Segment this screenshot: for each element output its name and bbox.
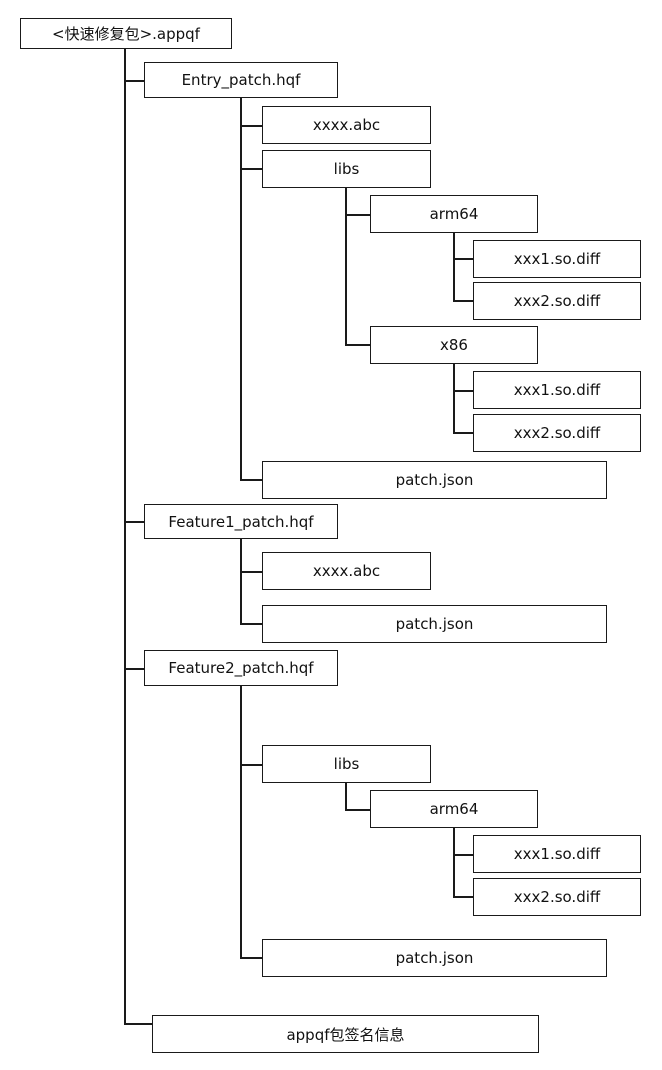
connector-feature1-patch-json bbox=[240, 623, 262, 625]
connector-arm64-diff1 bbox=[453, 258, 473, 260]
feature2-arm64-diff2-node: xxx2.so.diff bbox=[473, 878, 641, 916]
connector-feature2-libs-arm64 bbox=[345, 809, 370, 811]
feature1-patch-json-node: patch.json bbox=[262, 605, 607, 643]
connector-feature1-trunk bbox=[240, 539, 242, 624]
feature2-patch-node: Feature2_patch.hqf bbox=[144, 650, 338, 686]
connector-entry-patch bbox=[124, 80, 144, 82]
connector-feature2-libs-trunk bbox=[345, 783, 347, 810]
connector-feature2-libs bbox=[240, 764, 262, 766]
feature2-patch-json-node: patch.json bbox=[262, 939, 607, 977]
entry-arm64-folder-node: arm64 bbox=[370, 195, 538, 233]
feature2-arm64-diff1-node: xxx1.so.diff bbox=[473, 835, 641, 873]
connector-entry-abc bbox=[240, 125, 262, 127]
connector-feature2-arm64-trunk bbox=[453, 828, 455, 897]
connector-x86-diff1 bbox=[453, 390, 473, 392]
connector-root-trunk bbox=[124, 48, 126, 1024]
connector-feature2-arm64-diff2 bbox=[453, 896, 473, 898]
connector-feature2-arm64-diff1 bbox=[453, 854, 473, 856]
feature1-patch-node: Feature1_patch.hqf bbox=[144, 504, 338, 539]
connector-libs-x86 bbox=[345, 344, 370, 346]
entry-arm64-diff2-node: xxx2.so.diff bbox=[473, 282, 641, 320]
signature-info-node: appqf包签名信息 bbox=[152, 1015, 539, 1053]
connector-feature1-abc bbox=[240, 571, 262, 573]
connector-libs-arm64 bbox=[345, 214, 370, 216]
connector-libs-trunk bbox=[345, 188, 347, 345]
feature2-arm64-folder-node: arm64 bbox=[370, 790, 538, 828]
connector-signature bbox=[124, 1023, 152, 1025]
entry-x86-diff1-node: xxx1.so.diff bbox=[473, 371, 641, 409]
connector-arm64-trunk bbox=[453, 233, 455, 301]
entry-patch-node: Entry_patch.hqf bbox=[144, 62, 338, 98]
feature2-libs-node: libs bbox=[262, 745, 431, 783]
feature1-abc-node: xxxx.abc bbox=[262, 552, 431, 590]
entry-x86-diff2-node: xxx2.so.diff bbox=[473, 414, 641, 452]
connector-arm64-diff2 bbox=[453, 300, 473, 302]
connector-entry-libs bbox=[240, 168, 262, 170]
entry-arm64-diff1-node: xxx1.so.diff bbox=[473, 240, 641, 278]
connector-feature2-patch bbox=[124, 668, 144, 670]
entry-x86-folder-node: x86 bbox=[370, 326, 538, 364]
connector-feature1-patch bbox=[124, 521, 144, 523]
entry-patch-json-node: patch.json bbox=[262, 461, 607, 499]
connector-entry-patch-json bbox=[240, 479, 262, 481]
connector-feature2-patch-json bbox=[240, 957, 262, 959]
entry-libs-node: libs bbox=[262, 150, 431, 188]
connector-entry-trunk bbox=[240, 98, 242, 480]
root-package-node: <快速修复包>.appqf bbox=[20, 18, 232, 49]
connector-x86-diff2 bbox=[453, 432, 473, 434]
connector-x86-trunk bbox=[453, 364, 455, 433]
connector-feature2-trunk bbox=[240, 686, 242, 958]
entry-abc-node: xxxx.abc bbox=[262, 106, 431, 144]
